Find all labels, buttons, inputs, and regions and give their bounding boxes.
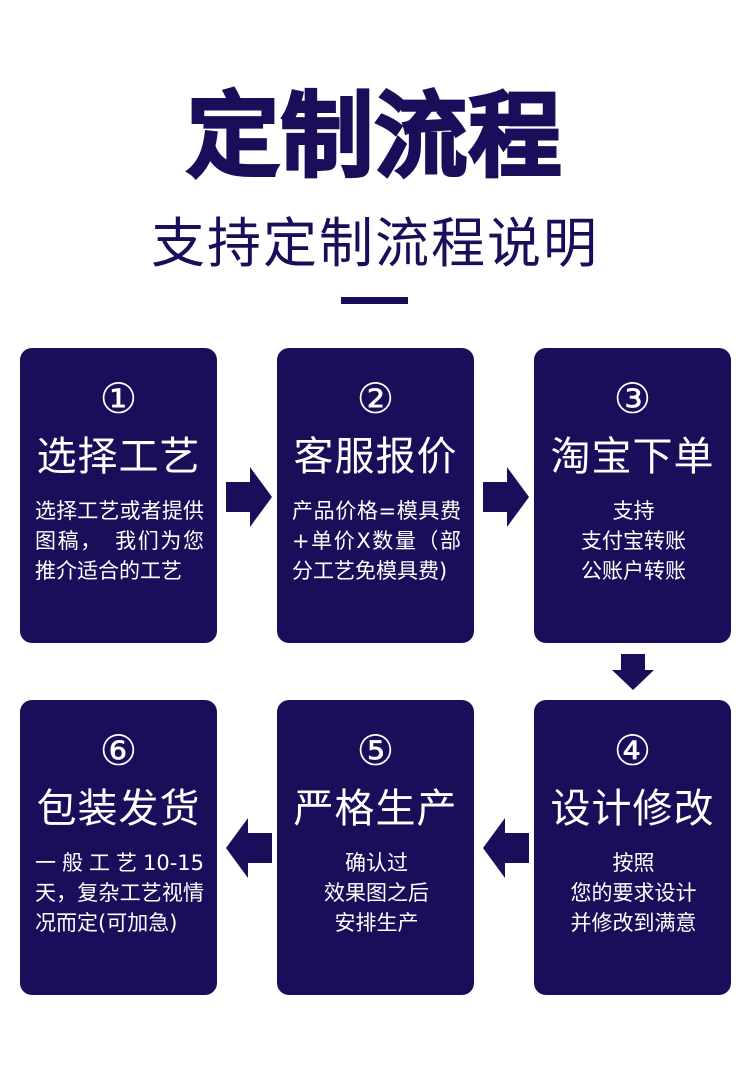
page-subtitle: 支持定制流程说明: [151, 212, 599, 275]
step-title: 包装发货: [36, 786, 201, 832]
step-card-6: ⑥ 包装发货 一般工艺10-15天，复杂工艺视情况而定(可加急): [20, 700, 217, 995]
description-line: 按照: [612, 851, 655, 875]
description-line: 您的要求设计: [570, 881, 697, 905]
description-line: 支持: [612, 499, 655, 523]
step-title: 设计修改: [550, 786, 715, 832]
step-card-1: ① 选择工艺 选择工艺或者提供图稿， 我们为您推介适合的工艺: [20, 348, 217, 643]
step-description: 确认过 效果图之后 安排生产: [292, 848, 461, 938]
step-description: 一般工艺10-15天，复杂工艺视情况而定(可加急): [35, 851, 204, 935]
arrow-left-icon: [483, 818, 529, 878]
step-number: ②: [356, 374, 395, 423]
step-title: 淘宝下单: [550, 434, 715, 480]
description-line: 公账户转账: [581, 559, 686, 583]
step-description: 产品价格=模具费+单价X数量（部分工艺免模具费): [292, 499, 461, 583]
description-line: 确认过: [345, 851, 408, 875]
step-card-2: ② 客服报价 产品价格=模具费+单价X数量（部分工艺免模具费): [277, 348, 474, 643]
step-number: ⑤: [356, 726, 395, 775]
description-line: 并修改到满意: [570, 911, 697, 935]
arrow-right-icon: [226, 467, 272, 527]
step-card-3: ③ 淘宝下单 支持 支付宝转账 公账户转账: [534, 348, 731, 643]
step-description: 选择工艺或者提供图稿， 我们为您推介适合的工艺: [35, 499, 204, 583]
arrow-down-icon: [612, 654, 654, 690]
description-line: 支付宝转账: [581, 529, 686, 553]
step-title: 选择工艺: [36, 434, 201, 480]
arrow-left-icon: [226, 818, 272, 878]
title-divider: [341, 297, 408, 304]
step-description: 按照 您的要求设计 并修改到满意: [549, 848, 718, 938]
step-number: ①: [99, 374, 138, 423]
step-number: ⑥: [99, 726, 138, 775]
step-title: 客服报价: [293, 434, 458, 480]
step-description: 支持 支付宝转账 公账户转账: [549, 496, 718, 586]
page-title: 定制流程: [185, 82, 563, 192]
step-card-4: ④ 设计修改 按照 您的要求设计 并修改到满意: [534, 700, 731, 995]
step-number: ③: [613, 374, 652, 423]
step-title: 严格生产: [293, 786, 458, 832]
description-line: 效果图之后: [324, 881, 429, 905]
step-card-5: ⑤ 严格生产 确认过 效果图之后 安排生产: [277, 700, 474, 995]
description-line: 安排生产: [334, 911, 419, 935]
step-number: ④: [613, 726, 652, 775]
arrow-right-icon: [483, 467, 529, 527]
